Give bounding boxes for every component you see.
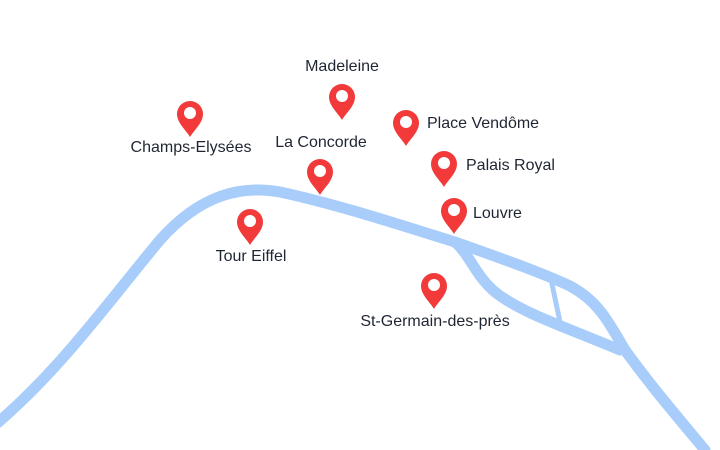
pin-center-dot (314, 165, 326, 177)
map-pin-icon[interactable] (329, 84, 355, 120)
pin-center-dot (184, 107, 196, 119)
pin-center-dot (400, 116, 412, 128)
label-tour-eiffel[interactable]: Tour Eiffel (215, 248, 287, 265)
label-louvre[interactable]: Louvre (473, 205, 522, 222)
map-pin-icon[interactable] (177, 101, 203, 137)
map-pin-icon[interactable] (393, 110, 419, 146)
pin-center-dot (428, 279, 440, 291)
map-pin-icon[interactable] (441, 198, 467, 234)
map-pin-icon[interactable] (237, 209, 263, 245)
label-place-vendome[interactable]: Place Vendôme (427, 115, 540, 132)
label-madeleine[interactable]: Madeleine (305, 58, 379, 75)
label-st-germain[interactable]: St-Germain-des-près (360, 313, 510, 330)
pin-center-dot (336, 90, 348, 102)
label-la-concorde[interactable]: La Concorde (275, 134, 367, 151)
pin-center-dot (244, 215, 256, 227)
map-pin-icon[interactable] (431, 151, 457, 187)
pin-center-dot (448, 204, 460, 216)
label-palais-royal[interactable]: Palais Royal (466, 157, 555, 174)
map-pin-icon[interactable] (421, 273, 447, 309)
pin-center-dot (438, 157, 450, 169)
label-champs-elysees[interactable]: Champs-Elysées (130, 139, 252, 156)
seine-river (0, 184, 711, 450)
river-channel (549, 281, 563, 325)
map-pin-icon[interactable] (307, 159, 333, 195)
seine-branch (449, 236, 626, 356)
